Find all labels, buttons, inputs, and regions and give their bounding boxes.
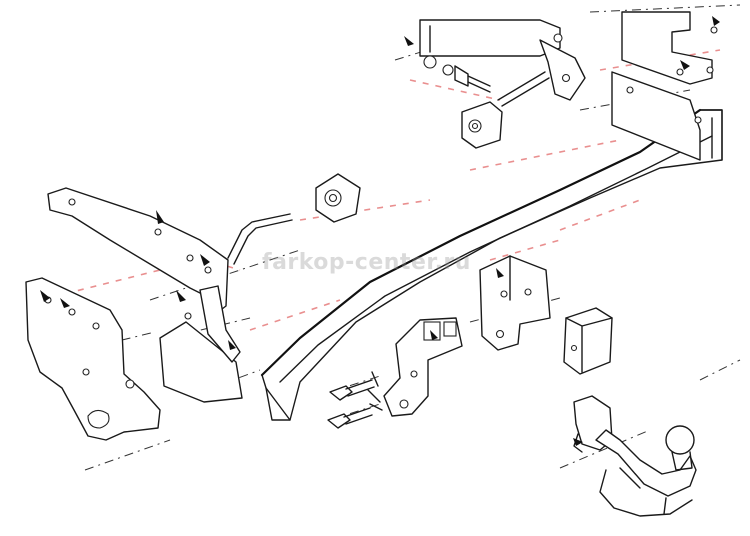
mounting-bolts [327, 379, 375, 429]
top-bracket [404, 19, 586, 107]
electrical-socket-plate [367, 317, 463, 417]
receiver-block [563, 307, 613, 375]
centre-drop-bracket [479, 255, 551, 351]
detachable-ball-arm [573, 395, 697, 517]
rubber-mount-top [461, 101, 503, 149]
main-cross-beam [260, 108, 723, 421]
rubber-mount-left [315, 173, 361, 223]
assembly-arrows [60, 16, 720, 350]
far-left-bracket [25, 277, 161, 441]
